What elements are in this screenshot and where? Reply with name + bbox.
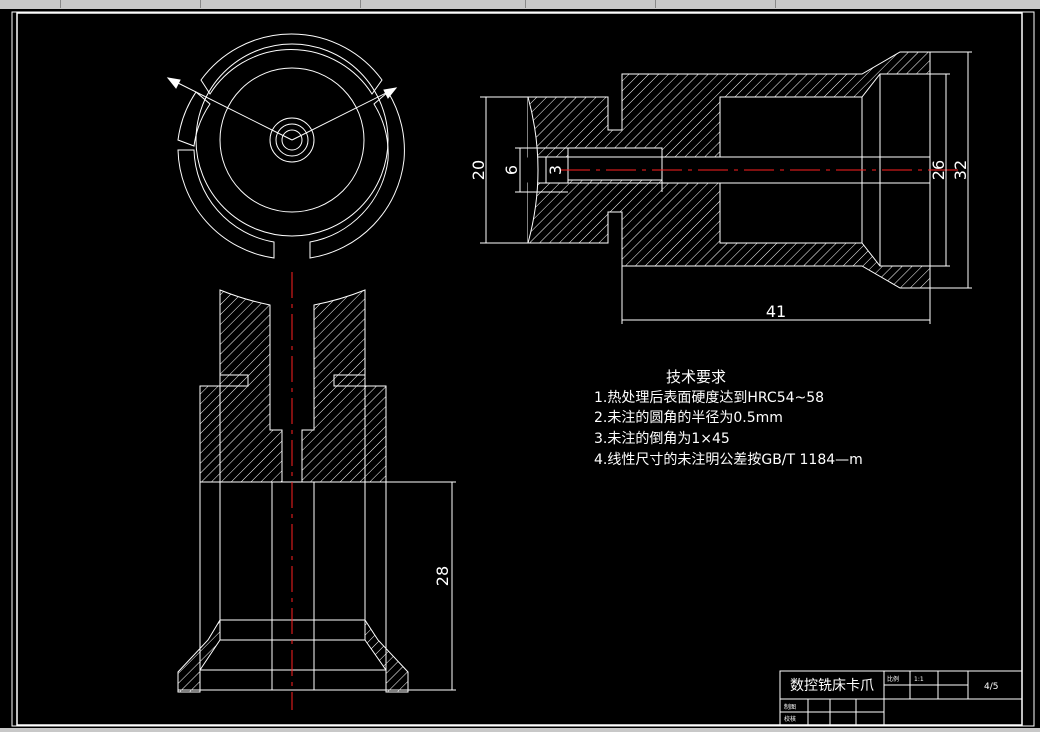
window-top-bar: [0, 0, 1040, 9]
dim-28: 28: [433, 566, 452, 586]
dim-6: 6: [502, 165, 521, 175]
part-name: 数控铣床卡爪: [790, 678, 874, 694]
outer-frame: [11, 11, 1035, 727]
right-section-view: 20 6 3 26 32 41: [469, 51, 972, 324]
technical-requirements: 技术要求 1.热处理后表面硬度达到HRC54~58 2.未注的圆角的半径为0.5…: [594, 368, 863, 468]
dim-26: 26: [929, 160, 948, 180]
dim-3: 3: [546, 165, 565, 175]
drawn-by-label: 制图: [784, 703, 796, 711]
scale-value: 1:1: [914, 676, 924, 683]
tech-requirements-title: 技术要求: [666, 368, 726, 386]
toolbar-segment[interactable]: [525, 0, 656, 8]
title-block: 数控铣床卡爪 比例 1:1 4/5 制图 校核: [779, 670, 1023, 726]
tech-note-3: 3.未注的倒角为1×45: [594, 431, 730, 447]
front-section-view: 28: [177, 272, 456, 710]
toolbar-segment[interactable]: [200, 0, 361, 8]
dim-32: 32: [951, 160, 970, 180]
dim-20: 20: [469, 160, 488, 180]
toolbar-segment[interactable]: [0, 0, 61, 8]
checked-by-label: 校核: [784, 715, 796, 723]
toolbar-segment[interactable]: [60, 0, 201, 8]
toolbar-segment[interactable]: [360, 0, 526, 8]
tech-note-1: 1.热处理后表面硬度达到HRC54~58: [594, 390, 824, 406]
inner-frame: [16, 12, 1023, 726]
dim-41: 41: [766, 302, 786, 321]
tech-note-4: 4.线性尺寸的未注明公差按GB/T 1184—m: [594, 452, 863, 468]
tech-note-2: 2.未注的圆角的半径为0.5mm: [594, 410, 783, 426]
sheet-number: 4/5: [984, 682, 998, 692]
scale-label: 比例: [887, 675, 899, 683]
window-bottom-edge: [0, 728, 1040, 732]
toolbar-segment[interactable]: [655, 0, 776, 8]
top-view: [166, 33, 405, 259]
